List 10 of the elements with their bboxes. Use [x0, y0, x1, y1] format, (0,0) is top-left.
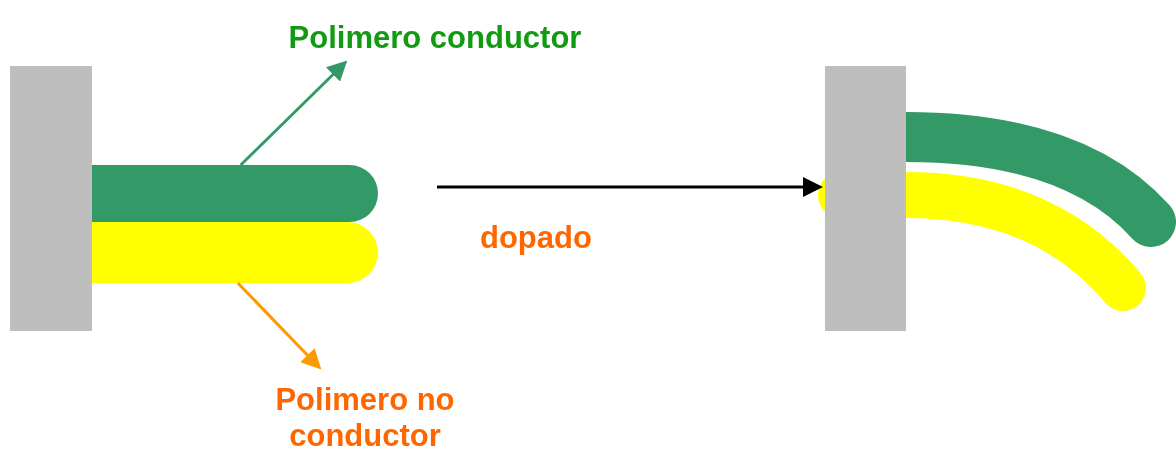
conductive-strip	[92, 165, 378, 222]
part-label: Polimero conductor	[250, 20, 620, 64]
leader-arrow	[239, 60, 348, 167]
picture	[818, 66, 1176, 331]
part-label: Polimero no conductor	[230, 366, 500, 459]
leader-arrow	[236, 281, 322, 370]
support-block	[10, 66, 92, 331]
nonconductive-strip	[92, 222, 378, 283]
leader-arrow	[437, 177, 823, 197]
edge-label: dopado	[480, 220, 592, 256]
